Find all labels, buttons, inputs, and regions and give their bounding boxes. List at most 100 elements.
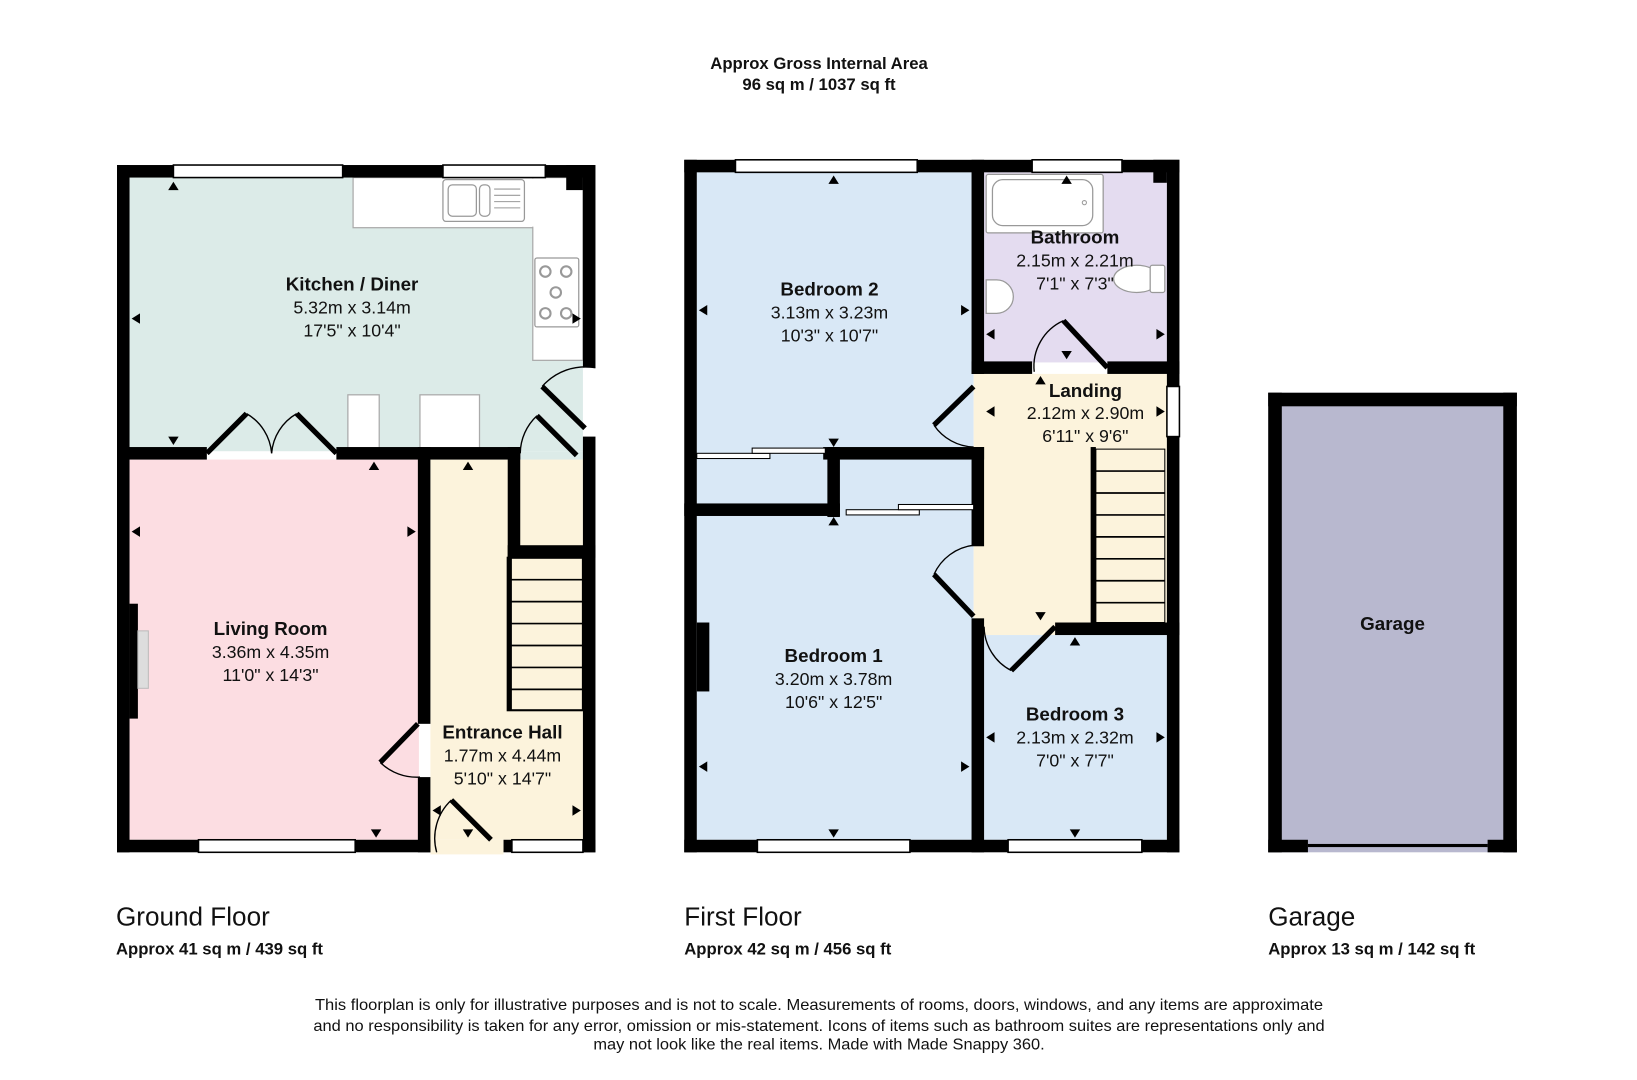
disclaimer: This floorplan is only for illustrative … [313,997,1324,1054]
floor-title: Garage [1268,901,1355,931]
kitchen-passage-door [519,413,579,458]
room-name: Living Room [214,618,328,639]
kitchen-window-2 [442,164,547,179]
room-metric: 3.13m x 3.23m [771,303,888,323]
ff-landing-bed3-wall [1055,622,1180,636]
room-metric: 2.15m x 2.21m [1016,250,1133,270]
garage-plan: Garage [1268,392,1517,853]
gf-dimension-arrows [131,181,581,838]
room-imperial: 17'5" x 10'4" [303,320,400,340]
ff-chimney-breast [696,622,710,692]
room-imperial: 5'10" x 14'7" [454,768,551,788]
ff-stair-wall [1090,447,1096,625]
room-label-bedroom-3: Bedroom 3 2.13m x 2.32m 7'0" x 7'7" [1016,704,1133,771]
floor-caption-ground: Ground Floor Approx 41 sq m / 439 sq ft [116,901,323,958]
ff-bed2-bath-wall [971,159,985,374]
room-label-bedroom-1: Bedroom 1 3.20m x 3.78m 10'6" x 12'5" [775,645,892,712]
room-label-living-room: Living Room 3.36m x 4.35m 11'0" x 14'3" [212,618,329,685]
front-door-threshold [430,839,504,855]
room-label-entrance-hall: Entrance Hall 1.77m x 4.44m 5'10" x 14'7… [442,721,562,788]
room-metric: 3.36m x 4.35m [212,642,329,662]
room-imperial: 11'0" x 14'3" [223,665,319,685]
back-door [540,366,596,431]
ground-floor-plan: Kitchen / Diner 5.32m x 3.14m 17'5" x 10… [117,164,596,855]
washer-icon [419,394,481,452]
floor-area: Approx 41 sq m / 439 sq ft [116,940,323,959]
ff-cupboard-divider [827,447,840,518]
ff-bath-landing-wall-a [971,361,1033,374]
stair-wall [507,557,512,711]
room-imperial: 10'6" x 12'5" [785,692,882,712]
double-door-kitchen-living [204,411,339,456]
landing-window [1166,385,1181,438]
first-floor-stairs [1095,448,1166,624]
living-room-fill [129,459,419,840]
floor-area: Approx 42 sq m / 456 sq ft [684,940,891,959]
ff-bed1-top-wall [684,503,840,516]
gf-wall-left [117,165,130,853]
room-name: Landing [1049,380,1122,401]
bedroom-1-window [756,838,911,854]
gf-wall-right-lower [582,436,596,853]
garage-door [1307,843,1488,848]
room-imperial: 7'1" x 7'3" [1036,273,1114,293]
room-imperial: 6'11" x 9'6" [1042,426,1128,446]
room-name: Bathroom [1031,226,1120,247]
bedroom-3-door [983,624,1057,673]
garage-wall-left [1268,392,1282,853]
room-metric: 2.13m x 2.32m [1016,728,1133,748]
ground-floor-stairs [506,556,584,712]
bedroom-2-window [734,159,919,174]
bedroom-2-fill [696,172,974,455]
garage-fill [1268,392,1517,853]
garage-wall-top [1268,392,1517,407]
room-label-bathroom: Bathroom 2.15m x 2.21m 7'1" x 7'3" [1016,226,1133,293]
room-label-landing: Landing 2.12m x 2.90m 6'11" x 9'6" [1027,380,1144,446]
garage-wall-bottom-left [1268,839,1308,853]
bedroom-2-door [932,384,976,448]
floor-caption-first: First Floor Approx 42 sq m / 456 sq ft [684,901,891,958]
room-imperial: 10'3" x 10'7" [781,326,878,346]
wardrobe-sliding-doors [696,447,975,516]
ff-dimension-arrows [698,175,1165,838]
front-door [434,798,493,853]
first-floor-plan: Bedroom 2 3.13m x 3.23m 10'3" x 10'7" Ba… [684,159,1181,854]
room-name-garage: Garage [1360,613,1425,634]
room-name: Bedroom 1 [785,645,883,666]
gf-partition-a [117,447,207,460]
room-imperial: 7'0" x 7'7" [1036,751,1114,771]
room-name: Bedroom 2 [780,279,878,300]
room-label-bedroom-2: Bedroom 2 3.13m x 3.23m 10'3" x 10'7" [771,279,888,346]
hob-icon [534,257,580,328]
bedroom-3-window [1007,838,1143,854]
gf-living-hall-wall [417,447,431,724]
disclaimer-line-3: may not look like the real items. Made w… [593,1037,1044,1054]
gf-wall-nib [566,165,583,191]
kitchen-window-1 [172,164,344,179]
fridge-icon [347,394,380,452]
room-name: Kitchen / Diner [286,273,419,294]
room-name: Entrance Hall [442,721,562,742]
ff-wall-right [1166,159,1180,853]
fireplace-icon [137,630,149,689]
living-window [197,838,356,854]
floor-caption-garage: Garage Approx 13 sq m / 142 sq ft [1268,901,1475,958]
floor-title: Ground Floor [116,901,270,931]
toilet-icon [1112,264,1166,294]
room-name: Bedroom 3 [1026,704,1124,725]
room-metric: 3.20m x 3.78m [775,669,892,689]
room-metric: 1.77m x 4.44m [444,745,561,765]
ff-bed1-bed3-wall [971,618,985,853]
gf-wall-right-upper [582,165,596,368]
living-door [378,722,421,778]
room-metric: 5.32m x 3.14m [293,297,410,317]
disclaimer-line-1: This floorplan is only for illustrative … [315,997,1323,1014]
header-title: Approx Gross Internal Area [710,54,928,73]
washbasin-icon [985,279,1014,314]
gf-passage-bottom [507,545,596,558]
gross-area-header: Approx Gross Internal Area 96 sq m / 103… [710,54,928,94]
garage-wall-right [1503,392,1517,853]
garage-wall-bottom-right [1487,839,1517,853]
room-label-kitchen-diner: Kitchen / Diner 5.32m x 3.14m 17'5" x 10… [286,273,419,340]
